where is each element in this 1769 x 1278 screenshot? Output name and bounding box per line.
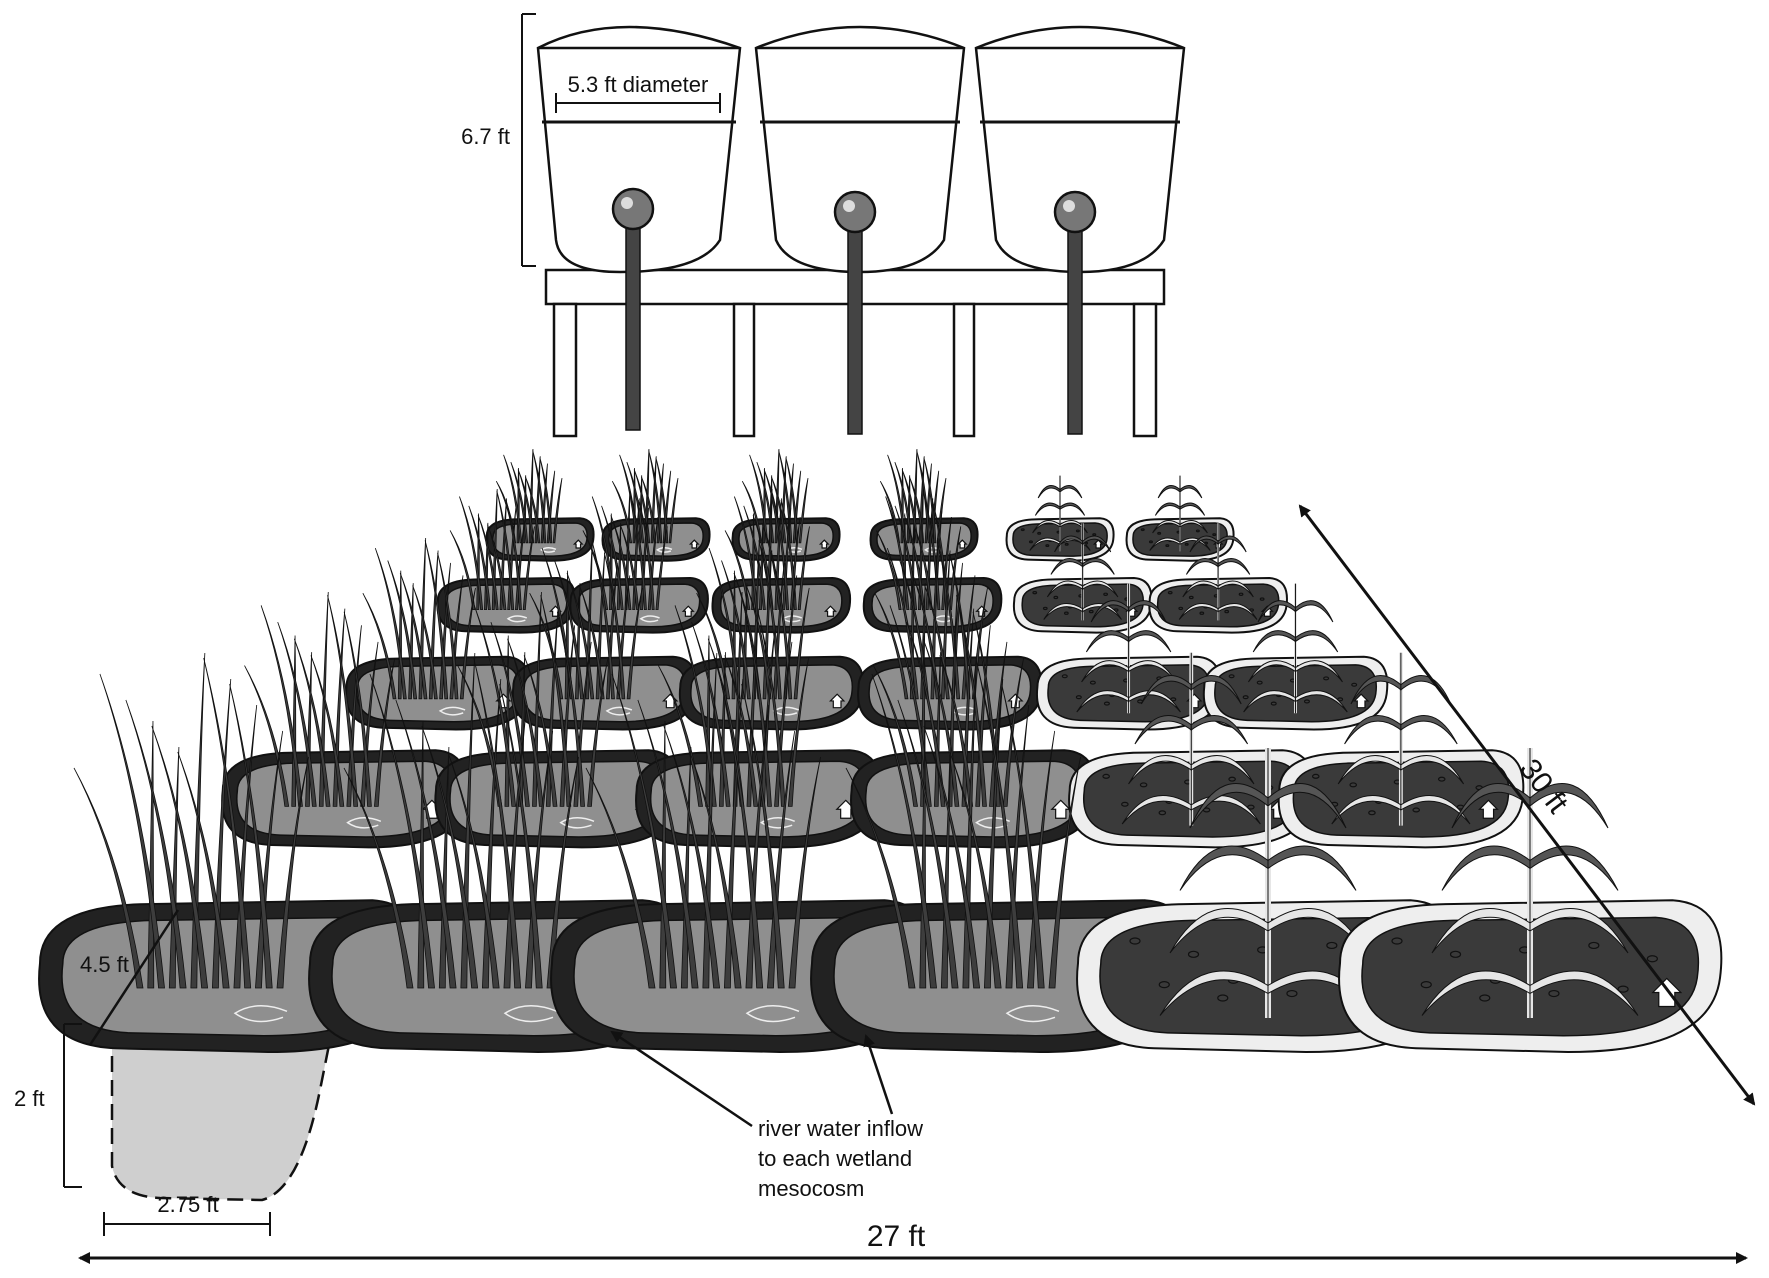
- inflow-label-line-2: to each wetland: [758, 1146, 912, 1171]
- field-width-dimension: 27 ft: [80, 1220, 1746, 1258]
- wetland-mesocosm: [513, 657, 697, 730]
- mesocosm-field: [39, 449, 1721, 1200]
- mesocosm-cell: [603, 449, 710, 561]
- mesocosm-length-label: 4.5 ft: [80, 952, 129, 977]
- mesocosm-depth-dimension: 2 ft: [14, 1024, 82, 1187]
- inflow-label-line-1: river water inflow: [758, 1116, 923, 1141]
- mesocosm-depth-label: 2 ft: [14, 1086, 45, 1111]
- water-tank: [756, 27, 964, 434]
- inflow-annotation: river water inflow to each wetland mesoc…: [612, 1032, 923, 1201]
- tank-height-dimension: 6.7 ft: [461, 14, 536, 266]
- tank-diameter-label: 5.3 ft diameter: [568, 72, 709, 97]
- mesocosm-cell: [487, 449, 594, 561]
- field-width-label: 27 ft: [867, 1220, 926, 1253]
- mesocosm-cell: [858, 538, 1042, 730]
- mesocosm-width-label: 2.75 ft: [157, 1192, 218, 1217]
- tank-height-label: 6.7 ft: [461, 124, 510, 149]
- mesocosm-cell: [1007, 476, 1114, 561]
- mesocosm-cell: [871, 449, 978, 561]
- inflow-label-line-3: mesocosm: [758, 1176, 864, 1201]
